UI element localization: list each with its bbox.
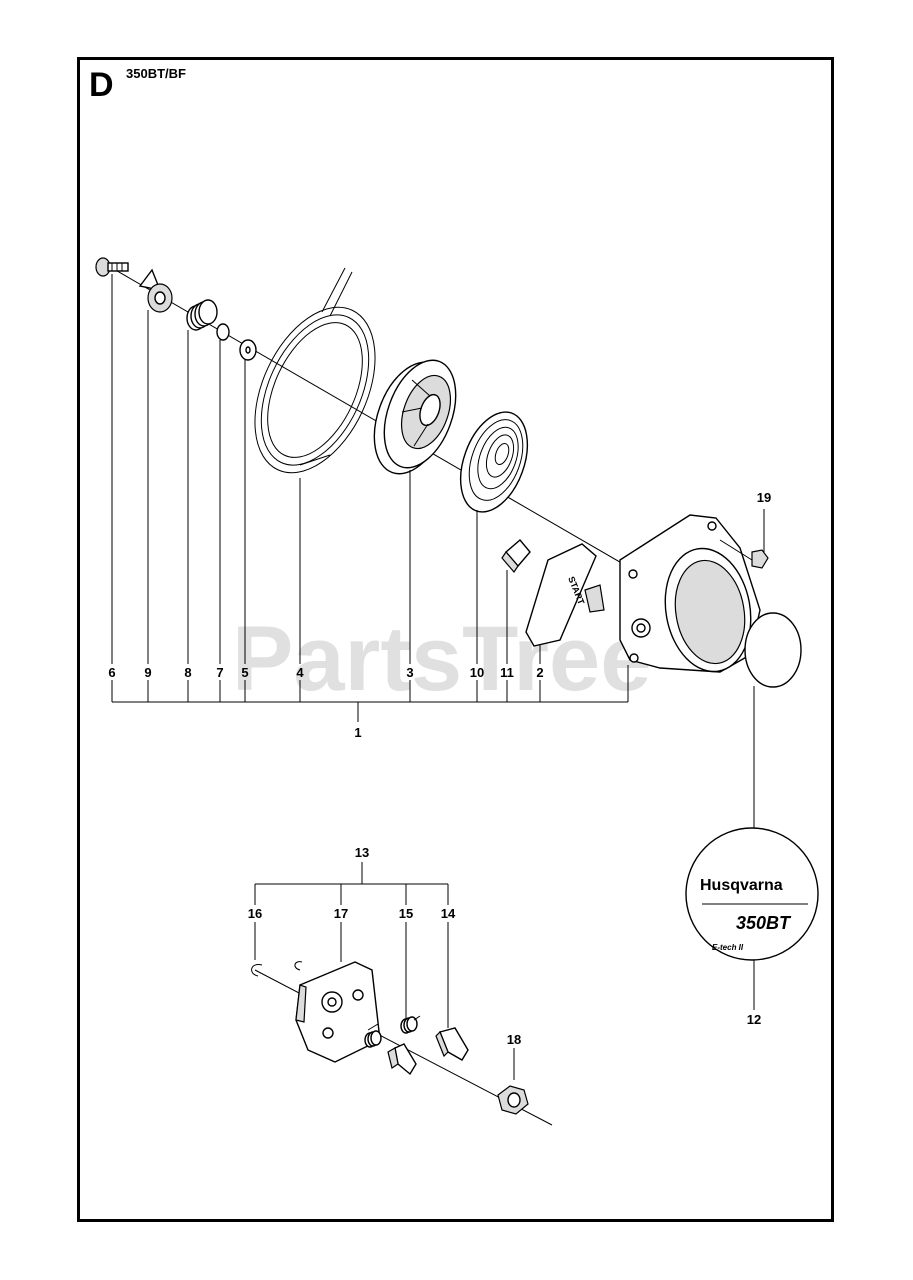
callout-18: 18: [507, 1032, 521, 1047]
part-19-bolt[interactable]: [719, 539, 769, 569]
diagram-frame: [77, 57, 834, 1222]
part-16-clip-2[interactable]: [294, 961, 303, 971]
callout-2: 2: [536, 665, 543, 680]
callout-13: 13: [355, 845, 369, 860]
decal-sub: E-tech II: [712, 943, 744, 952]
callout-17: 17: [334, 906, 348, 921]
callout-3: 3: [406, 665, 413, 680]
part-1-starter-housing[interactable]: [619, 514, 761, 678]
part-3-rope-pulley[interactable]: [360, 350, 469, 484]
model-label: 350BT/BF: [126, 66, 186, 81]
callout-1: 1: [354, 725, 361, 740]
part-4-starter-rope[interactable]: [231, 267, 400, 492]
decal-brand: Husqvarna: [700, 877, 783, 894]
decal-zoom: Husqvarna 350BT E-tech II: [685, 827, 819, 961]
bracket-1: [111, 274, 629, 722]
callout-19: 19: [757, 490, 771, 505]
bracket-13: [254, 862, 515, 1080]
part-16-clip[interactable]: [251, 964, 263, 977]
callout-9: 9: [144, 665, 151, 680]
callout-7: 7: [216, 665, 223, 680]
part-14-pawl[interactable]: [435, 1027, 469, 1061]
part-12-decal[interactable]: [744, 612, 802, 688]
part-6-screw[interactable]: [95, 257, 129, 277]
part-5-washer[interactable]: [239, 339, 257, 361]
callout-5: 5: [241, 665, 248, 680]
watermark-text: PartsTree: [232, 608, 651, 710]
part-7-ring[interactable]: [216, 323, 230, 341]
callout-16: 16: [248, 906, 262, 921]
part-9-hub[interactable]: [138, 268, 173, 313]
section-letter: D: [89, 66, 114, 104]
callout-11: 11: [500, 665, 514, 680]
part-14-pawl-2[interactable]: [387, 1043, 417, 1076]
part-10-recoil-spring[interactable]: [448, 403, 540, 521]
callout-6: 6: [108, 665, 115, 680]
part-11-rope-insert[interactable]: [501, 539, 531, 573]
part-8-spring[interactable]: [186, 299, 218, 331]
part-18-nut[interactable]: [497, 1085, 529, 1115]
callout-10: 10: [470, 665, 484, 680]
callout-12: 12: [747, 1012, 761, 1027]
callout-8: 8: [184, 665, 191, 680]
callout-14: 14: [441, 906, 456, 921]
part-15-spring[interactable]: [400, 1015, 421, 1034]
part-2-starter-handle[interactable]: START: [525, 543, 605, 647]
callout-15: 15: [399, 906, 413, 921]
decal-model: 350BT: [736, 913, 792, 933]
part-17-carrier-plate[interactable]: [295, 961, 381, 1063]
callout-4: 4: [296, 665, 304, 680]
part-15-spring-2[interactable]: [364, 1023, 382, 1048]
